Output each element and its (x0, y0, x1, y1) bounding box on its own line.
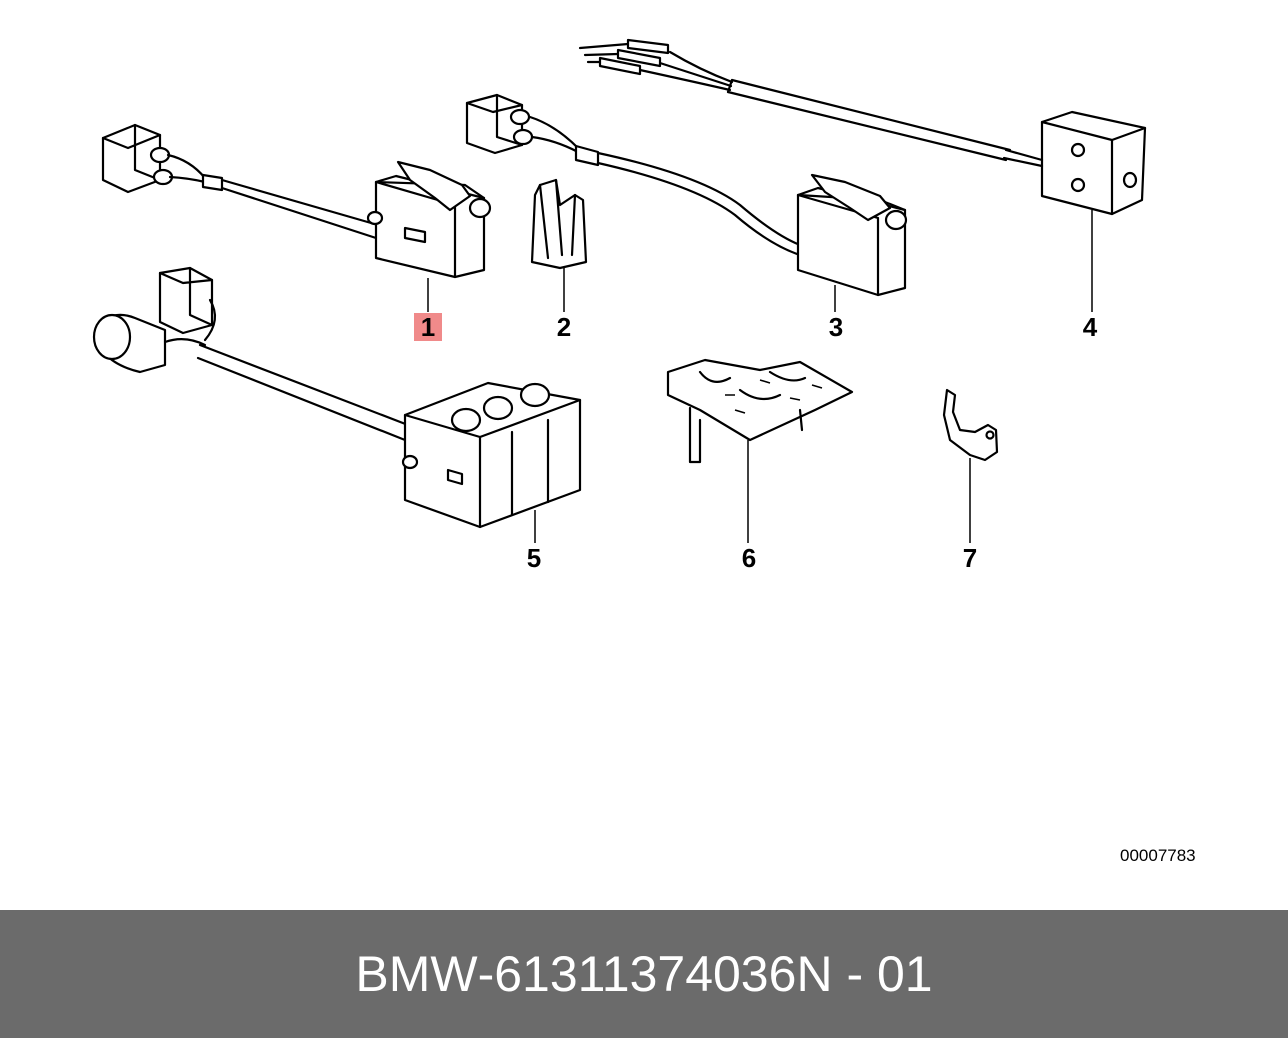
reference-code: 00007783 (1120, 846, 1196, 865)
footer-brand: BMW (355, 946, 478, 1002)
parts-diagram: 1 2 3 4 5 6 7 (92, 38, 1147, 573)
footer-text: BMW - 61311374036 N - 01 (0, 910, 1288, 1038)
callout-5[interactable]: 5 (526, 543, 542, 573)
callout-7[interactable]: 7 (962, 543, 978, 573)
part-1-microswitch[interactable] (101, 123, 492, 279)
footer-suffix: N - 01 (796, 946, 933, 1002)
part-6-bracket-plate[interactable] (666, 358, 854, 464)
callout-2[interactable]: 2 (556, 312, 572, 342)
part-4-sensor-box[interactable] (578, 38, 1147, 216)
diagram-drawing (92, 38, 1147, 543)
part-2-clip[interactable] (530, 178, 588, 270)
callout-1[interactable]: 1 (414, 313, 442, 341)
footer-separator: - (477, 946, 495, 1002)
footer-bar: BMW - 61311374036 N - 01 (0, 910, 1288, 1038)
part-5-switch-block[interactable] (92, 266, 582, 529)
part-7-small-bracket[interactable] (942, 388, 999, 462)
callout-6[interactable]: 6 (741, 543, 757, 573)
callout-3[interactable]: 3 (828, 312, 844, 342)
callout-4[interactable]: 4 (1082, 312, 1098, 342)
footer-part-number: 61311374036 (494, 946, 797, 1002)
part-3-microswitch[interactable] (465, 93, 908, 297)
